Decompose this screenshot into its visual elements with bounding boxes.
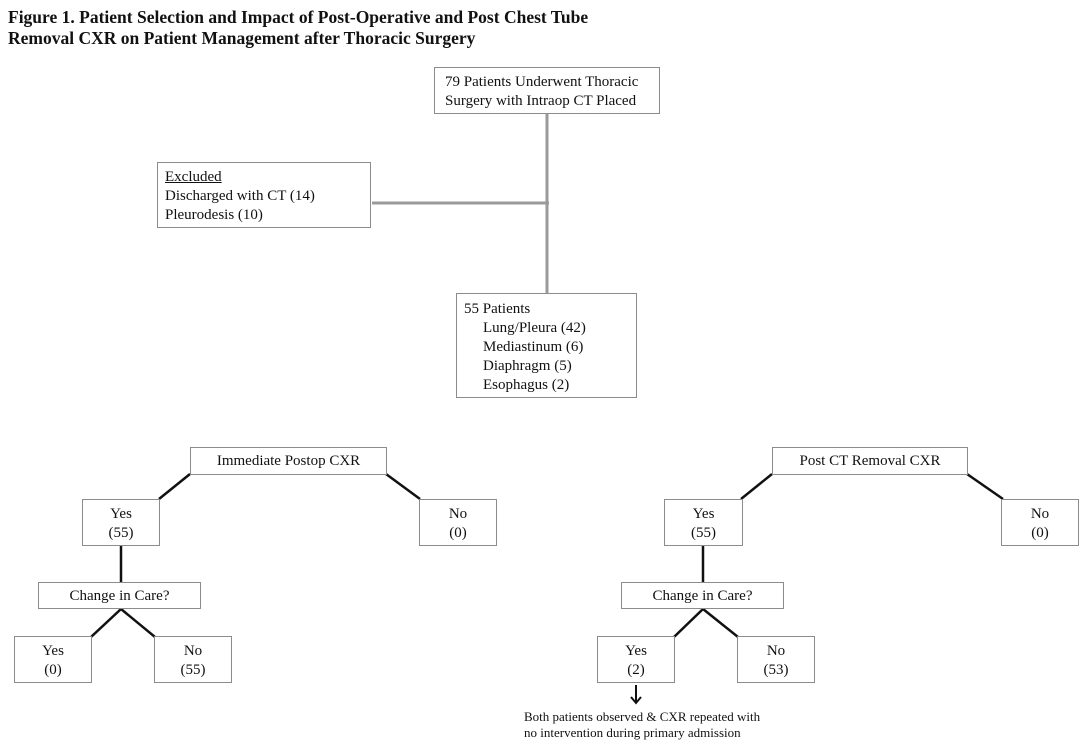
included-patients-box: 55 Patients Lung/Pleura (42) Mediastinum… bbox=[456, 293, 637, 398]
post-ct-removal-cxr-label: Post CT Removal CXR bbox=[799, 453, 941, 469]
left-change-in-care-label: Change in Care? bbox=[69, 588, 170, 604]
connector-left-question-yes bbox=[90, 608, 122, 638]
left-yes-label: Yes bbox=[110, 506, 132, 522]
left-yes-count: (55) bbox=[108, 525, 134, 541]
right-change-yes-label: Yes bbox=[625, 643, 647, 659]
left-yes-box: Yes (55) bbox=[82, 499, 160, 546]
left-no-label: No bbox=[448, 506, 468, 522]
left-no-box: No (0) bbox=[419, 499, 497, 546]
right-change-in-care-label: Change in Care? bbox=[652, 588, 753, 604]
patients-lung-pleura: Lung/Pleura (42) bbox=[483, 320, 586, 336]
patients-mediastinum: Mediastinum (6) bbox=[483, 339, 584, 355]
connector-right-question-no bbox=[702, 608, 739, 638]
figure-title-line2: Removal CXR on Patient Management after … bbox=[8, 28, 476, 48]
right-no-box: No (0) bbox=[1001, 499, 1079, 546]
left-change-in-care-box: Change in Care? bbox=[38, 582, 201, 609]
left-change-yes-box: Yes (0) bbox=[14, 636, 92, 683]
right-yes-count: (55) bbox=[691, 525, 716, 541]
excluded-pleurodesis: Pleurodesis (10) bbox=[165, 207, 263, 223]
outcome-note-line2: no intervention during primary admission bbox=[524, 725, 741, 740]
excluded-box: Excluded Discharged with CT (14) Pleurod… bbox=[157, 162, 371, 228]
outcome-note: Both patients observed & CXR repeated wi… bbox=[524, 709, 760, 741]
total-patients-box: 79 Patients Underwent Thoracic Surgery w… bbox=[434, 67, 660, 114]
left-no-count: (0) bbox=[449, 525, 467, 541]
right-change-no-label: No bbox=[766, 643, 786, 659]
connector-right-root-no bbox=[966, 472, 1004, 501]
left-change-no-count: (55) bbox=[180, 662, 206, 678]
connector-left-question-no bbox=[120, 608, 156, 638]
right-change-no-count: (53) bbox=[763, 662, 789, 678]
connector-left-root-yes bbox=[158, 473, 191, 500]
left-change-no-label: No bbox=[183, 643, 203, 659]
arrow-head-icon bbox=[630, 696, 642, 705]
outcome-note-line1: Both patients observed & CXR repeated wi… bbox=[524, 709, 761, 724]
connector-right-root-yes bbox=[740, 473, 773, 500]
excluded-heading: Excluded bbox=[165, 169, 222, 185]
left-change-yes-label: Yes bbox=[42, 643, 64, 659]
connector-right-question-yes bbox=[673, 608, 704, 638]
right-no-count: (0) bbox=[1031, 525, 1049, 541]
connector-left-root-no bbox=[385, 472, 421, 501]
right-yes-label: Yes bbox=[692, 506, 715, 522]
post-ct-removal-cxr-box: Post CT Removal CXR bbox=[772, 447, 968, 475]
total-patients-line1: 79 Patients Underwent Thoracic bbox=[445, 74, 639, 90]
included-patients-heading: 55 Patients bbox=[464, 301, 531, 317]
total-patients-line2: Surgery with Intraop CT Placed bbox=[445, 93, 637, 109]
excluded-discharged: Discharged with CT (14) bbox=[165, 188, 315, 204]
figure-title: Figure 1. Patient Selection and Impact o… bbox=[8, 7, 588, 49]
right-change-in-care-box: Change in Care? bbox=[621, 582, 784, 609]
left-change-no-box: No (55) bbox=[154, 636, 232, 683]
right-no-label: No bbox=[1030, 506, 1050, 522]
right-change-no-box: No (53) bbox=[737, 636, 815, 683]
figure-title-line1: Figure 1. Patient Selection and Impact o… bbox=[8, 7, 589, 27]
immediate-postop-cxr-label: Immediate Postop CXR bbox=[216, 453, 361, 469]
right-yes-box: Yes (55) bbox=[664, 499, 743, 546]
right-change-yes-box: Yes (2) bbox=[597, 636, 675, 683]
left-change-yes-count: (0) bbox=[44, 662, 62, 678]
patients-diaphragm: Diaphragm (5) bbox=[483, 358, 572, 374]
patients-esophagus: Esophagus (2) bbox=[483, 377, 570, 393]
right-change-yes-count: (2) bbox=[627, 662, 645, 678]
immediate-postop-cxr-box: Immediate Postop CXR bbox=[190, 447, 387, 475]
